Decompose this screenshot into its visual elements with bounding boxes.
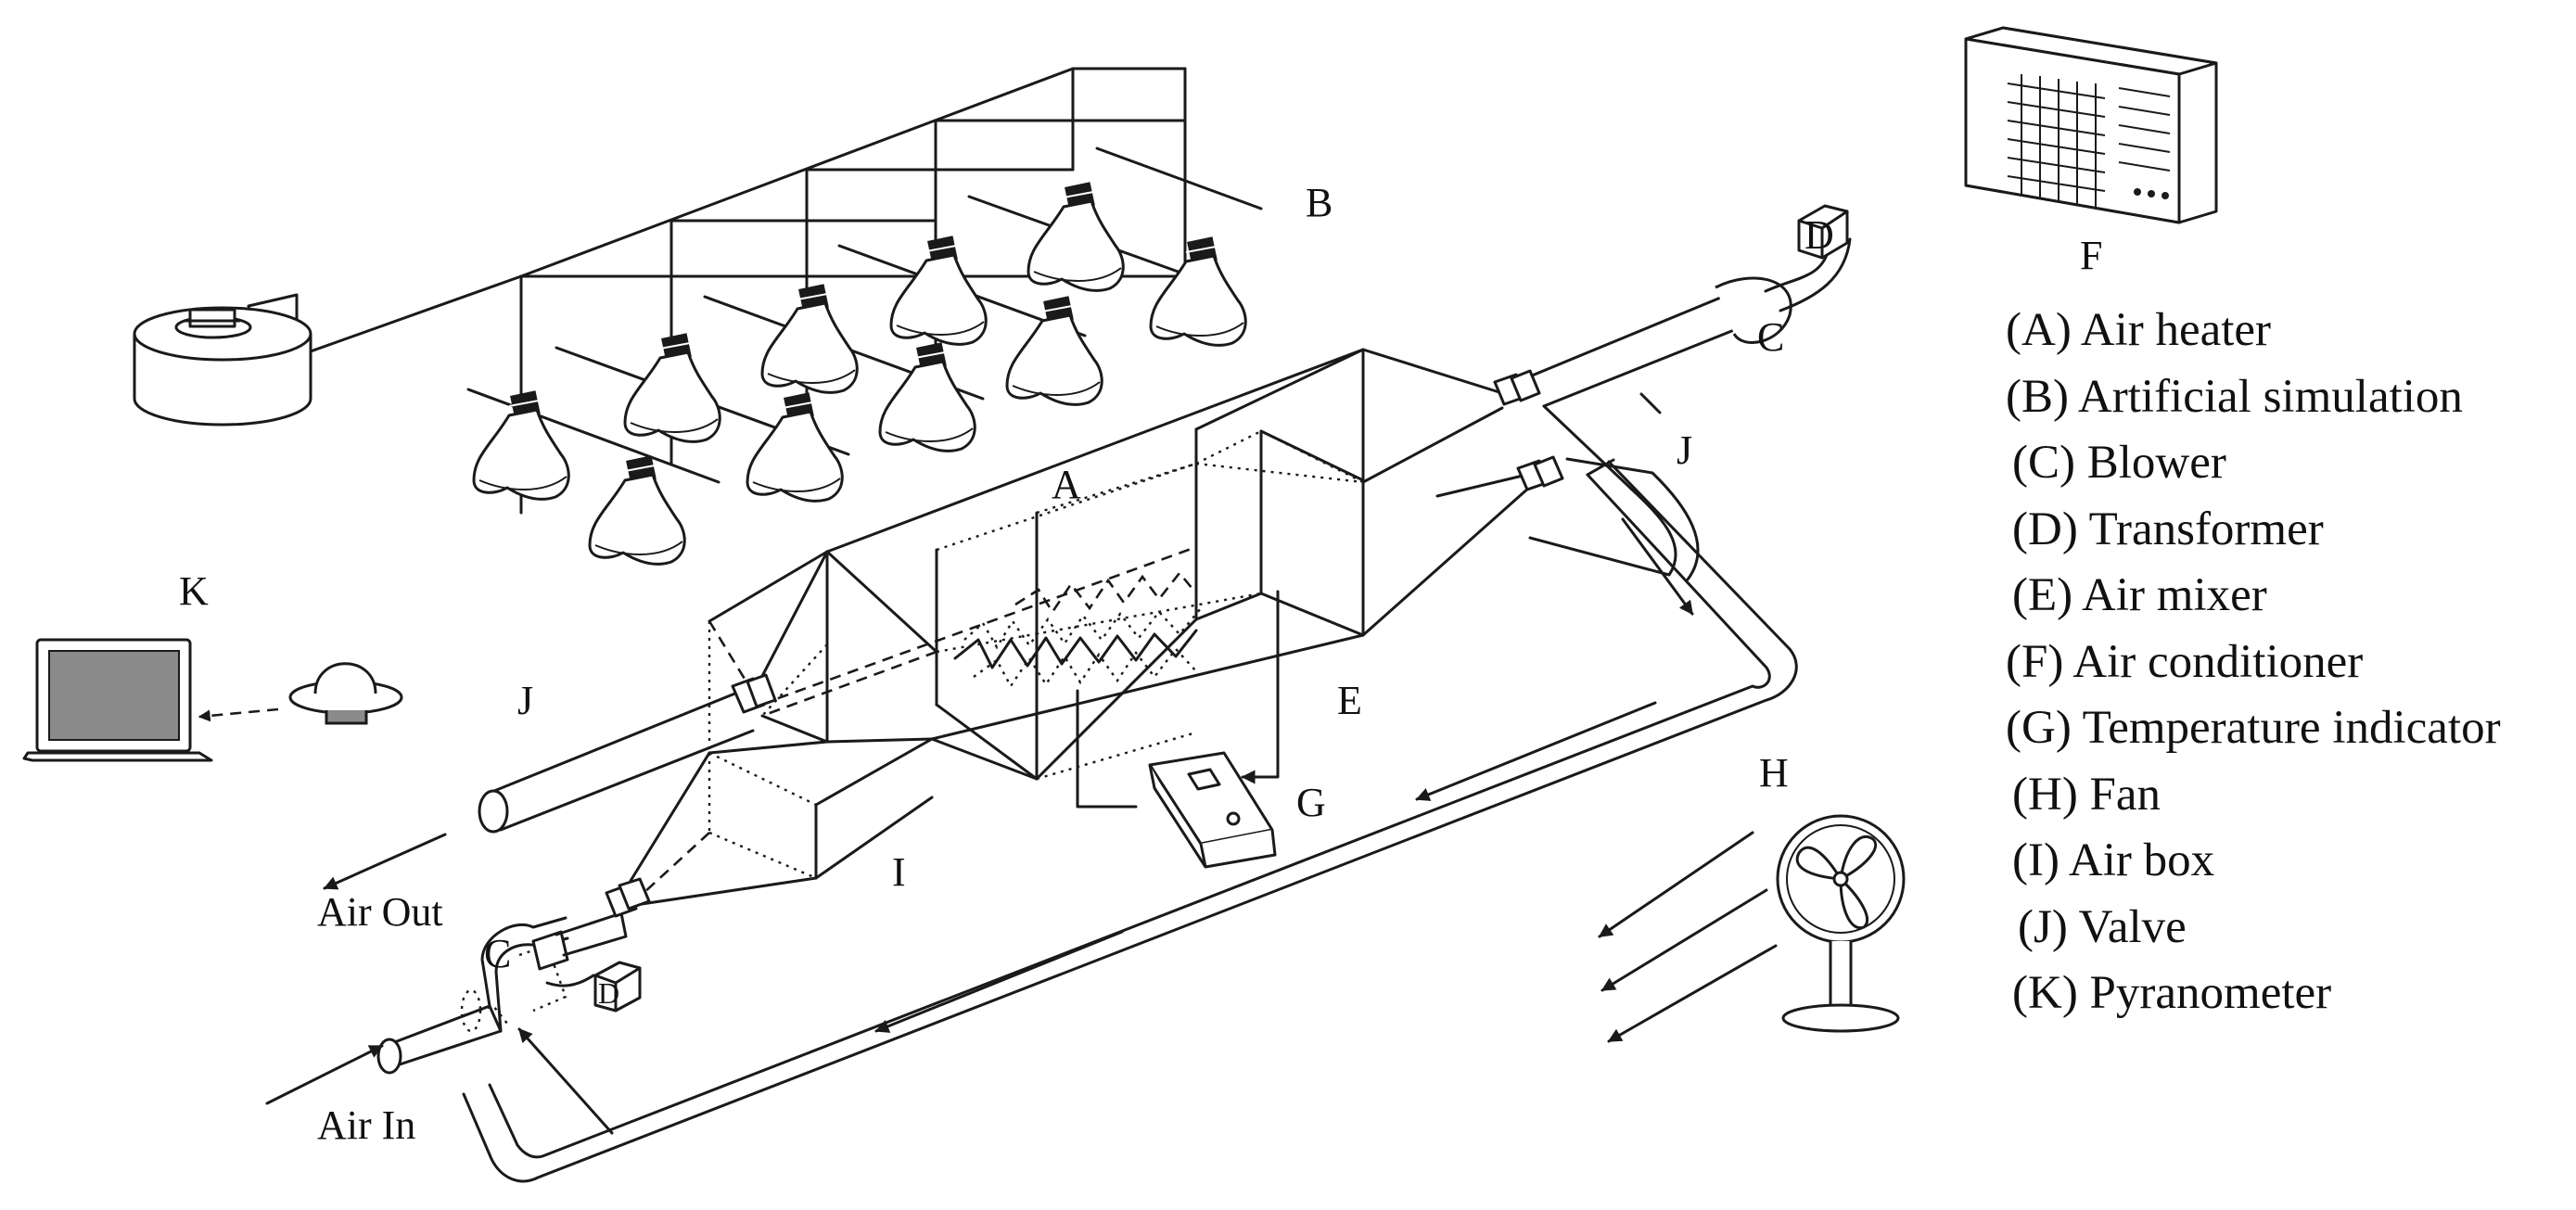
flow-arrows: [198, 517, 1778, 1135]
lamp-bulb-icon: [588, 453, 686, 566]
component-labels: B A C D J E G H I J K F C D Air Out Air …: [179, 180, 2102, 1148]
legend-item: (E) Air mixer: [2012, 569, 2267, 621]
legend-item: (A) Air heater: [2006, 304, 2271, 356]
transformer-icon: [1797, 204, 1849, 260]
legend-item: (K) Pyranometer: [2012, 967, 2331, 1019]
fan-icon: [1776, 814, 1906, 1033]
label-air-out: Air Out: [317, 889, 443, 935]
label-h: H: [1759, 750, 1789, 796]
right-pipe: [1493, 204, 1852, 581]
legend-item: (B) Artificial simulation: [2006, 371, 2463, 423]
air-conditioner-icon: [1964, 26, 2218, 224]
lamp-bulb-icon: [746, 390, 844, 503]
label-d-left: D: [598, 976, 619, 1010]
legend-item: (H) Fan: [2012, 769, 2161, 821]
label-i: I: [892, 849, 906, 895]
air-out-arrow: [323, 833, 447, 890]
lamp-bulb-icon: [1149, 235, 1247, 347]
valve-j-left-icon: [605, 877, 651, 918]
legend-item: (J) Valve: [2018, 901, 2187, 953]
return-duct: [462, 458, 1798, 1183]
laptop-icon: [22, 638, 213, 762]
lamp-frame-b: [466, 67, 1263, 515]
label-c-left: C: [484, 931, 511, 976]
lamp-array: [472, 180, 1247, 566]
legend-item: (I) Air box: [2012, 834, 2214, 886]
outlet-pipe: [478, 673, 777, 834]
valve-j-outlet-icon: [731, 673, 777, 714]
legend-item: (D) Transformer: [2012, 503, 2324, 555]
lamp-bulb-icon: [472, 388, 570, 501]
lamp-bulb-icon: [878, 340, 976, 452]
label-k: K: [179, 568, 209, 614]
air-in-arrow: [265, 1044, 384, 1105]
valve-j-right-icon: [1493, 369, 1541, 406]
label-c-right: C: [1757, 314, 1784, 360]
temperature-indicator-icon: [1076, 590, 1280, 869]
label-d-right: D: [1804, 212, 1834, 258]
label-f: F: [2080, 233, 2102, 278]
transformer-icon: [593, 961, 642, 1013]
label-b: B: [1306, 180, 1333, 225]
inlet-assembly: [376, 877, 651, 1075]
label-j-left: J: [517, 678, 533, 723]
main-duct: [629, 348, 1537, 906]
lamp-bulb-icon: [623, 331, 721, 443]
lamp-bulb-icon: [889, 234, 988, 346]
legend-item: (F) Air conditioner: [2006, 636, 2363, 688]
valve-j-lower-icon: [1516, 455, 1564, 491]
legend-item: (G) Temperature indicator: [2006, 702, 2501, 754]
label-g: G: [1296, 780, 1326, 825]
label-j-right: J: [1677, 427, 1692, 473]
pyranometer-icon: [288, 662, 403, 725]
label-air-in: Air In: [317, 1102, 415, 1148]
lamp-bulb-icon: [760, 282, 859, 394]
legend: (A) Air heater (B) Artificial simulation (…: [2006, 304, 2501, 1019]
legend-item: (C) Blower: [2012, 437, 2226, 489]
blower-icon: [133, 274, 523, 427]
label-a: A: [1052, 462, 1081, 507]
label-e: E: [1337, 678, 1362, 723]
lamp-bulb-icon: [1027, 180, 1125, 292]
